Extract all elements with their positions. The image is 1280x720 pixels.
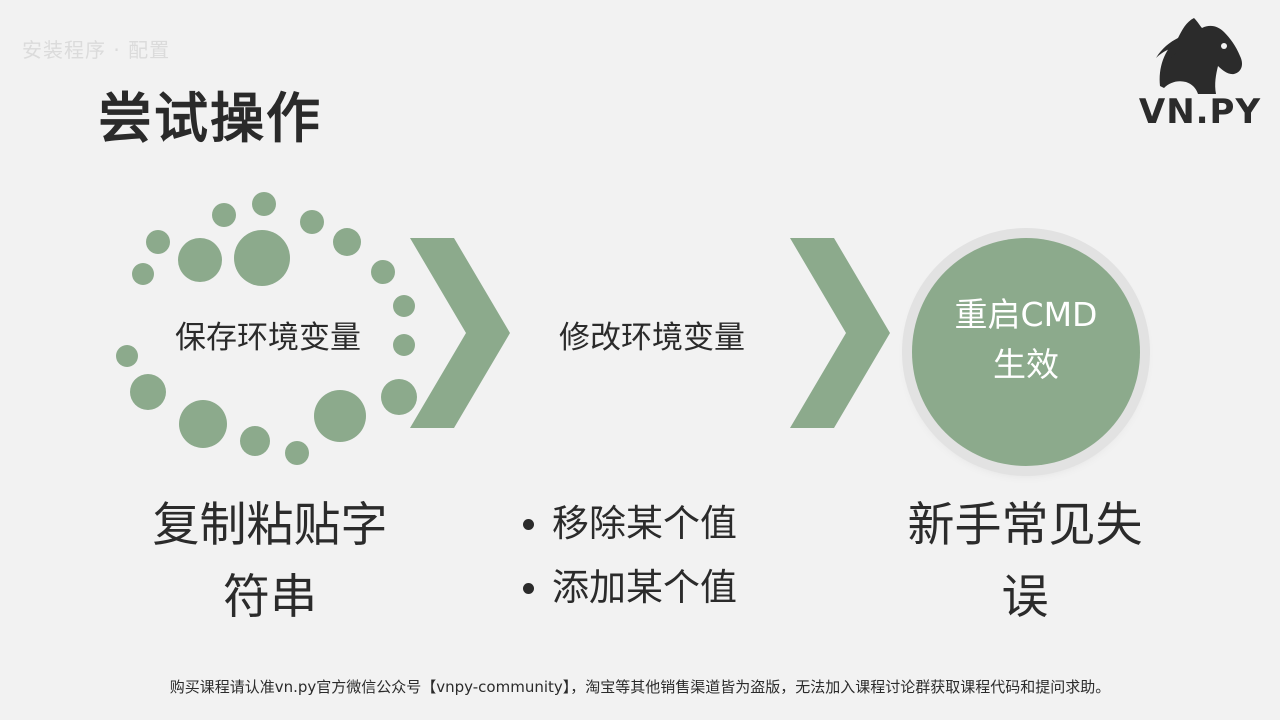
ring-dot (146, 230, 170, 254)
chevron-right-icon (790, 238, 890, 428)
step1-label: 保存环境变量 (175, 320, 361, 356)
ring-dot (393, 334, 415, 356)
ring-dot (132, 263, 154, 285)
ring-dot (130, 374, 166, 410)
ring-dot (314, 390, 366, 442)
bullet-icon (523, 518, 534, 530)
step3-line1: 重启CMD (954, 295, 1098, 334)
note-mid-list: 移除某个值 添加某个值 (515, 492, 795, 620)
ring-dot (240, 426, 270, 456)
list-item-text: 移除某个值 (552, 502, 737, 545)
slide-title: 尝试操作 (98, 87, 322, 150)
chevron-right-icon (410, 238, 510, 428)
note-right-line1: 新手常见失 (907, 498, 1143, 553)
note-left-line2: 符串 (223, 570, 317, 625)
ring-dot (333, 228, 361, 256)
list-item: 移除某个值 (515, 492, 795, 556)
ring-dot (116, 345, 138, 367)
note-right-line2: 误 (1001, 570, 1049, 625)
ring-dot (178, 238, 222, 282)
ring-dot (393, 295, 415, 317)
ring-dot (371, 260, 395, 284)
step2-label: 修改环境变量 (559, 320, 745, 356)
note-right: 新手常见失 误 (880, 490, 1170, 634)
ring-dot (179, 400, 227, 448)
ring-dot (381, 379, 417, 415)
ring-dot (285, 441, 309, 465)
list-item: 添加某个值 (515, 556, 795, 620)
step3-circle (912, 238, 1140, 466)
footer-notice: 购买课程请认准vn.py官方微信公众号【vnpy-community】，淘宝等其… (169, 678, 1111, 696)
note-left: 复制粘贴字 符串 (120, 490, 420, 634)
ring-dot (234, 230, 290, 286)
dot-ring-graphic (116, 192, 417, 465)
step3-label: 重启CMD 生效 (912, 290, 1140, 390)
watermark-text: 安装程序 · 配置 (22, 38, 171, 62)
ring-dot (212, 203, 236, 227)
ring-dot (300, 210, 324, 234)
step3-line2: 生效 (993, 345, 1059, 384)
horse-head-icon (1156, 18, 1242, 94)
list-item-text: 添加某个值 (552, 566, 737, 609)
logo-text: VN.PY (1138, 92, 1262, 132)
ring-dot (252, 192, 276, 216)
note-left-line1: 复制粘贴字 (152, 498, 388, 553)
bullet-icon (523, 582, 534, 594)
